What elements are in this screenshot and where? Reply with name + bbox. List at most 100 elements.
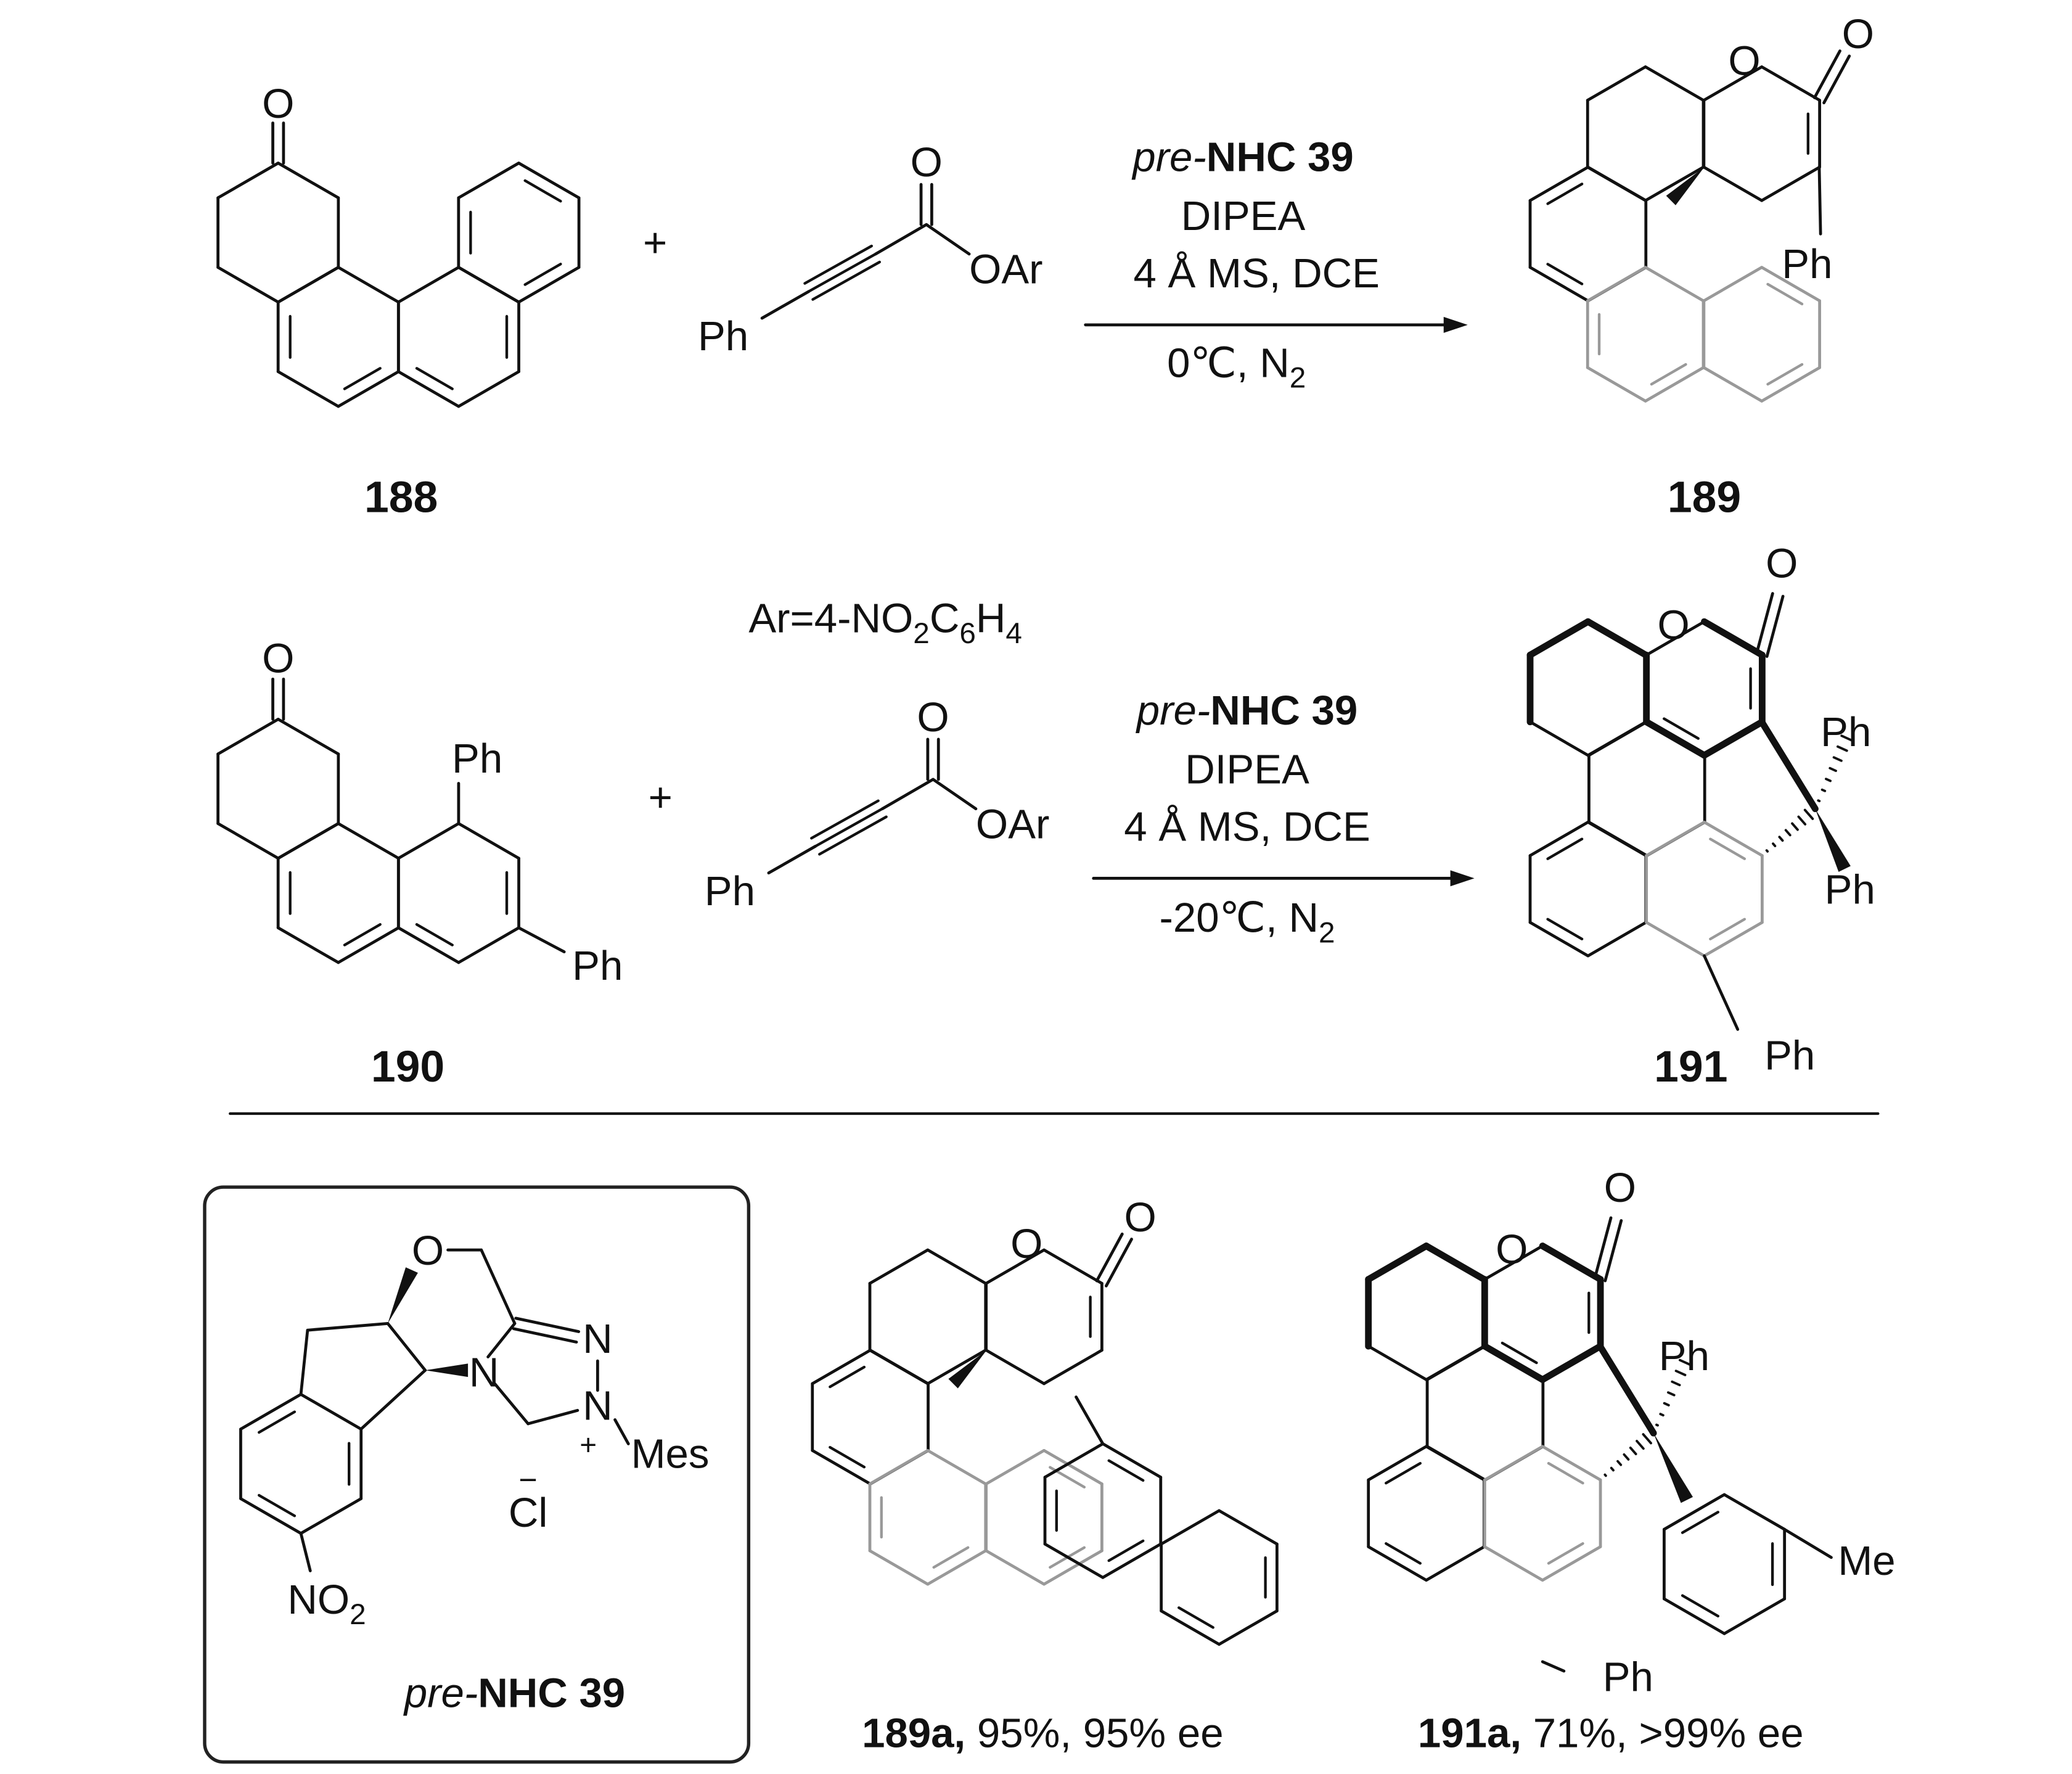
double-bond <box>1107 1459 1145 1482</box>
atom-N: N <box>583 1316 613 1362</box>
ring-bond <box>926 1448 988 1485</box>
ring-bond <box>985 1248 1046 1285</box>
bond <box>1765 594 1785 658</box>
ring-bond <box>457 162 520 200</box>
hashed-bond <box>1616 1460 1623 1466</box>
ring-bond <box>1760 165 1822 202</box>
double-bond <box>1385 1461 1422 1485</box>
ring-bond <box>868 1448 930 1485</box>
bond <box>880 778 935 811</box>
ring-bond <box>276 926 340 964</box>
atom-Ph: Ph <box>572 943 623 989</box>
ring-bond <box>1483 1244 1544 1281</box>
double-bond <box>1650 363 1687 386</box>
ring-bond <box>276 266 340 304</box>
ring-bond <box>1483 1344 1545 1381</box>
ring-bond <box>1539 1242 1604 1283</box>
ring-bond <box>1539 1342 1604 1383</box>
bond <box>807 252 877 293</box>
ring-bond <box>1663 1597 1726 1635</box>
bond <box>1593 1216 1613 1279</box>
bond <box>1703 954 1740 1031</box>
ring-bond <box>1541 1545 1602 1582</box>
ring-bond <box>1425 1445 1486 1482</box>
ring-bond <box>1586 820 1648 857</box>
ring-bond <box>1644 266 1705 303</box>
ring-bond <box>1042 1248 1104 1285</box>
compound-190-structure <box>216 677 566 964</box>
atom-Ph: Ph <box>1825 867 1875 913</box>
bond <box>512 1327 578 1344</box>
ring-bond <box>396 926 461 964</box>
double-bond <box>523 179 562 203</box>
ring-bond <box>239 1497 303 1535</box>
compound-label-189: 189 <box>1668 472 1741 522</box>
catalyst-box <box>203 1185 751 1764</box>
double-bond <box>1385 1542 1422 1565</box>
catalyst-structure <box>239 1248 630 1572</box>
ring-bond <box>337 926 400 964</box>
ring-bond <box>396 370 461 408</box>
hashed-bond <box>1655 1423 1659 1427</box>
minus-charge: − <box>518 1462 537 1498</box>
atom-Ph: Ph <box>1603 1654 1653 1701</box>
double-bond <box>1547 1461 1584 1485</box>
ring-bond <box>985 1448 1046 1485</box>
ring-bond <box>239 1392 303 1431</box>
atom-N: N <box>583 1382 613 1429</box>
compound-189-structure <box>1528 49 1851 403</box>
atom-O: O <box>1728 38 1760 84</box>
bond <box>1596 1342 1657 1437</box>
ring-bond <box>1423 1242 1488 1283</box>
ring-bond <box>1160 1509 1221 1546</box>
alkyne-ester-reagent-2 <box>767 737 978 875</box>
double-bond <box>1546 183 1584 205</box>
hashed-bond <box>1659 1413 1665 1417</box>
ring-bond <box>868 1549 930 1586</box>
ring-bond <box>926 1549 988 1586</box>
ring-bond <box>1425 1545 1486 1582</box>
double-bond <box>1766 282 1804 306</box>
hashed-bond <box>1840 734 1854 742</box>
ring-bond <box>1160 1609 1221 1646</box>
alkyne-ester-reagent-1 <box>760 183 971 320</box>
base-label-2: DIPEA <box>1185 746 1309 792</box>
solvent-label-2: 4 Å MS, DCE <box>1124 804 1370 850</box>
ring-bond <box>276 822 340 860</box>
hashed-bond <box>1803 808 1814 820</box>
atom-O: O <box>1604 1165 1636 1211</box>
hashed-bond <box>1825 778 1832 782</box>
hashed-bond <box>1636 1440 1645 1450</box>
hashed-bond <box>1832 756 1843 762</box>
ring-bond <box>1367 1344 1428 1381</box>
double-bond <box>523 263 562 286</box>
arrow-head <box>1443 316 1468 333</box>
ring-bond <box>276 370 340 408</box>
plus-sign: + <box>643 220 667 266</box>
bond <box>1783 1527 1833 1559</box>
bond <box>818 815 888 856</box>
ring-bond <box>457 926 520 964</box>
ring-bond <box>1528 165 1590 202</box>
compound-label-190: 190 <box>371 1042 444 1091</box>
wedge-bond <box>948 1350 987 1389</box>
double-bond <box>257 1410 297 1434</box>
double-bond <box>1501 1341 1538 1365</box>
ring-bond <box>1043 1442 1105 1479</box>
compound-188-structure <box>216 121 581 408</box>
atom-O: O <box>262 636 294 682</box>
atom-O: O <box>1496 1226 1528 1273</box>
bond <box>1755 592 1774 655</box>
arrow-head <box>1450 870 1475 887</box>
reaction-arrow-2 <box>1092 870 1475 887</box>
ring-bond <box>396 822 461 860</box>
bond <box>486 1321 517 1358</box>
hashed-bond <box>1671 1380 1681 1387</box>
ring-bond <box>1367 1445 1428 1482</box>
atom-Ph: Ph <box>1820 709 1871 755</box>
bond <box>932 778 978 811</box>
double-bond <box>257 1493 297 1517</box>
ring-bond <box>299 1392 363 1431</box>
ring-bond <box>868 1248 930 1285</box>
